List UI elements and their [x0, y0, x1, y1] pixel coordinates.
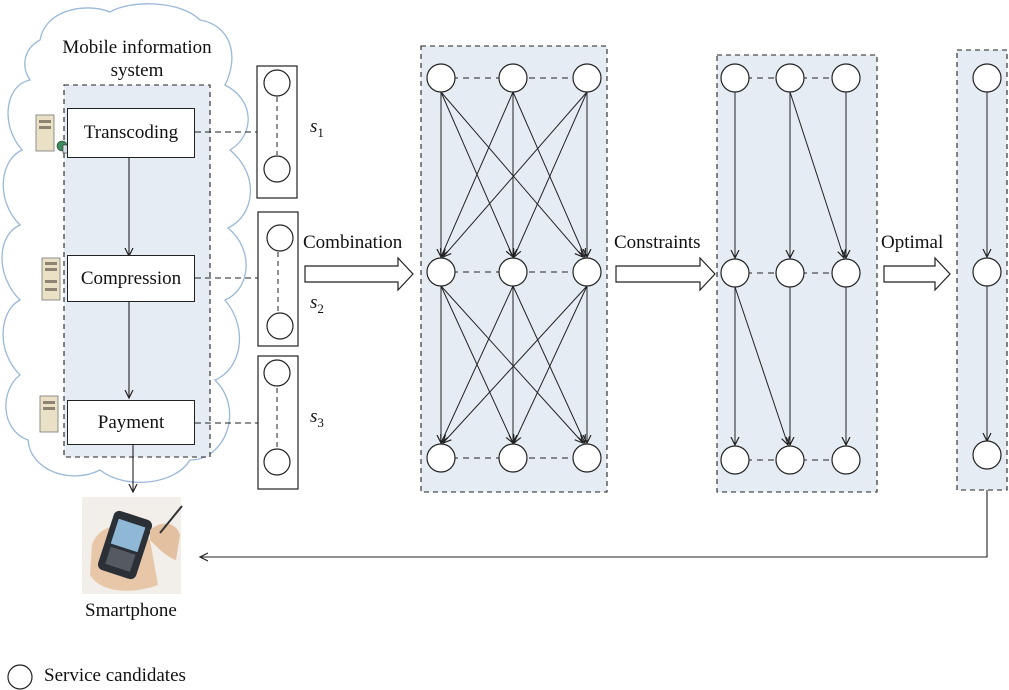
cloud-title-line2: system — [110, 60, 164, 81]
cloud-outline — [1, 3, 252, 483]
set-sub: 2 — [317, 300, 324, 316]
server-icon — [41, 257, 61, 301]
set-sub: 3 — [317, 414, 324, 430]
service-compression: Compression — [67, 255, 195, 302]
service-label: Payment — [97, 411, 165, 433]
candidate-set-3 — [257, 355, 299, 490]
candidate-set-1 — [256, 65, 298, 199]
return-arrow — [200, 490, 988, 557]
legend-circle — [7, 664, 33, 690]
server-icon — [39, 395, 59, 433]
service-label: Transcoding — [83, 122, 179, 143]
cloud-title: Mobile information system — [52, 36, 222, 82]
optimal-label: Optimal — [881, 232, 944, 253]
combination-panel — [420, 45, 608, 493]
set-sub: 1 — [317, 124, 324, 140]
combination-label: Combination — [303, 232, 403, 253]
smartphone-label: Smartphone — [85, 600, 177, 621]
smartphone-image — [82, 497, 183, 594]
service-payment: Payment — [67, 400, 195, 445]
set-label-2: s2 — [310, 292, 324, 317]
cloud-title-line1: Mobile information — [62, 37, 212, 58]
optimal-arrow — [883, 256, 951, 292]
legend-label: Service candidates — [44, 665, 186, 686]
service-transcoding: Transcoding — [67, 108, 195, 158]
candidate-set-2 — [257, 211, 299, 347]
service-label: Compression — [80, 267, 182, 289]
set-label-3: s3 — [310, 406, 324, 431]
combination-arrow — [304, 256, 414, 292]
set-label-1: s1 — [310, 116, 324, 141]
constraints-arrow — [615, 256, 716, 292]
set-base: s — [310, 292, 318, 313]
server-icon — [35, 114, 72, 154]
optimal-panel — [956, 49, 1008, 491]
set-base: s — [310, 116, 318, 137]
constraints-label: Constraints — [614, 232, 701, 253]
set-base: s — [310, 406, 318, 427]
constraints-panel — [716, 54, 878, 493]
